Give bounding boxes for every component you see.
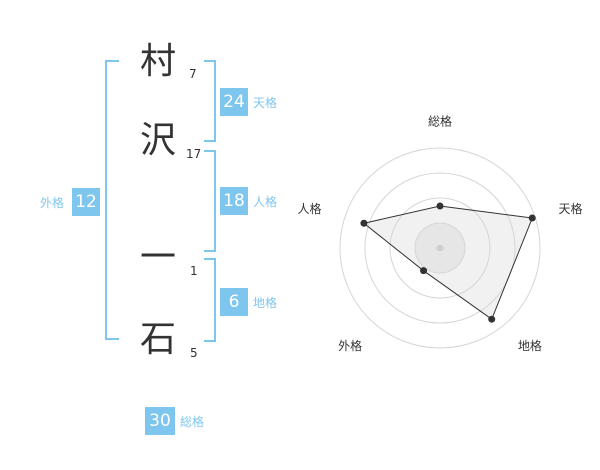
radar-data-polygon <box>362 205 534 320</box>
radar-axis-label: 総格 <box>428 114 452 129</box>
radar-grid-ring <box>364 172 516 324</box>
tenkaku-label: 天格 <box>253 96 278 110</box>
radar-grid-ring <box>389 197 491 299</box>
chikaku-label: 地格 <box>253 296 278 310</box>
radar-axis-label: 人格 <box>297 201 321 216</box>
stroke-count-2: 17 <box>186 147 202 161</box>
radar-point <box>436 202 444 210</box>
name-char-3: 一 <box>140 237 177 278</box>
name-char-1: 村 <box>140 41 177 82</box>
radar-point <box>420 267 428 275</box>
tenkaku-bracket <box>204 60 216 142</box>
soukaku-label: 総格 <box>180 415 205 429</box>
jinkaku-value: 18 <box>220 187 248 215</box>
stroke-count-3: 1 <box>190 264 198 278</box>
radar-axis-label: 地格 <box>518 338 542 353</box>
gaikaku-value: 12 <box>72 188 100 216</box>
radar-center-dot <box>436 244 444 252</box>
soukaku-value: 30 <box>145 407 175 435</box>
jinkaku-bracket <box>204 150 216 252</box>
gaikaku-label: 外格 <box>40 196 65 210</box>
radar-point <box>488 315 496 323</box>
chikaku-bracket <box>204 258 216 342</box>
radar-grid-ring <box>339 147 541 349</box>
gaikaku-bracket <box>105 60 119 340</box>
stroke-count-4: 5 <box>190 346 198 360</box>
stroke-count-1: 7 <box>189 67 197 81</box>
jinkaku-label: 人格 <box>253 195 278 209</box>
radar-point <box>528 214 536 222</box>
radar-axis-label: 外格 <box>338 338 362 353</box>
chikaku-value: 6 <box>220 288 248 316</box>
radar-point <box>360 219 368 227</box>
name-char-2: 沢 <box>140 120 177 161</box>
tenkaku-value: 24 <box>220 88 248 116</box>
radar-axis-label: 天格 <box>559 201 583 216</box>
name-char-4: 石 <box>140 319 177 360</box>
